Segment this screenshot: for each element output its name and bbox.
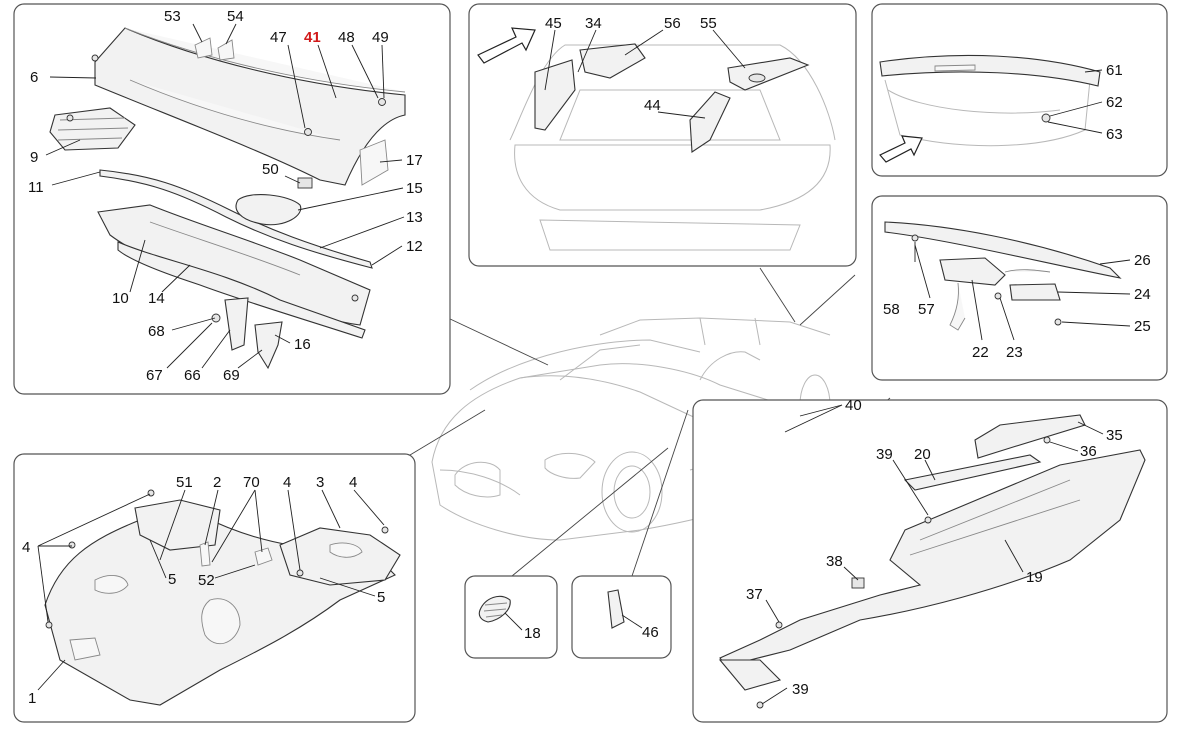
trim-45 [534,59,576,131]
emblem-46 [607,589,625,629]
bracket-17 [359,139,389,186]
trim-20 [903,454,1042,491]
panel-rear-trim [871,195,1168,381]
callout-35: 35 [1106,427,1123,444]
callout-12: 12 [406,238,423,255]
spoiler-61 [879,54,1101,87]
callout-24: 24 [1134,286,1151,303]
callout-34: 34 [585,15,602,32]
callout-39-top: 39 [876,446,893,463]
callout-67: 67 [146,367,163,384]
callout-37: 37 [746,586,763,603]
callout-69: 69 [223,367,240,384]
callout-4-mid: 4 [283,474,291,491]
callout-56: 56 [664,15,681,32]
callout-4-left: 4 [22,539,30,556]
callout-13: 13 [406,209,423,226]
drain-16 [254,321,283,370]
seal-15 [235,194,302,226]
callout-70: 70 [243,474,260,491]
view-arrow-lid [879,135,923,163]
trim-strip-26 [884,221,1122,279]
callout-10: 10 [112,290,129,307]
callout-44: 44 [644,97,661,114]
callout-57: 57 [918,301,935,318]
callout-66: 66 [184,367,201,384]
view-arrow-trunk [477,27,536,64]
latch-22 [939,257,1006,286]
callout-5-left: 5 [168,571,176,588]
vent-grille-18 [478,595,511,623]
callout-39-bottom: 39 [792,681,809,698]
callout-46: 46 [642,624,659,641]
callout-38: 38 [826,553,843,570]
callout-14: 14 [148,290,165,307]
callout-53: 53 [164,8,181,25]
callout-16: 16 [294,336,311,353]
callout-63: 63 [1106,126,1123,143]
trim-55 [727,57,810,91]
underbody-shield-2 [134,499,221,551]
callout-19: 19 [1026,569,1043,586]
callout-52: 52 [198,572,215,589]
callout-26: 26 [1134,252,1151,269]
callout-49: 49 [372,29,389,46]
callout-17: 17 [406,152,423,169]
callout-51: 51 [176,474,193,491]
callout-40: 40 [845,397,862,414]
callout-labels: 6 9 11 10 14 68 67 66 69 16 12 13 15 17 … [22,8,1151,707]
callout-61: 61 [1106,62,1123,79]
seal-11 [99,169,373,269]
callout-62: 62 [1106,94,1123,111]
panel-trunk [468,3,857,267]
callout-50: 50 [262,161,279,178]
callout-54: 54 [227,8,244,25]
callout-22: 22 [972,344,989,361]
callout-47: 47 [270,29,287,46]
panel-badge-46 [571,575,672,659]
callout-58: 58 [883,301,900,318]
callout-36: 36 [1080,443,1097,460]
callout-25: 25 [1134,318,1151,335]
callout-68: 68 [148,323,165,340]
callout-3: 3 [316,474,324,491]
callout-20: 20 [914,446,931,463]
callout-5-right: 5 [377,589,385,606]
side-sill-19 [719,449,1146,666]
panel-badge-18 [464,575,558,659]
callout-9: 9 [30,149,38,166]
bracket-66 [224,297,249,351]
panel-side-sill [692,399,1168,723]
panel-cowl [13,3,451,395]
cowl-panel [94,27,406,186]
trim-44 [689,91,731,153]
callout-6: 6 [30,69,38,86]
sill-end-cap [718,659,782,691]
callout-4-right: 4 [349,474,357,491]
callout-41-highlighted: 41 [304,29,321,46]
leader-lines [37,23,1131,705]
seal-14 [117,241,366,339]
callout-23: 23 [1006,344,1023,361]
light-24 [1009,283,1061,301]
callout-48: 48 [338,29,355,46]
callout-55: 55 [700,15,717,32]
panel-trunk-lid [871,3,1168,177]
callout-18: 18 [524,625,541,642]
callout-11: 11 [28,179,44,196]
callout-1: 1 [28,690,36,707]
callout-2: 2 [213,474,221,491]
panel-underbody [13,453,416,723]
callout-15: 15 [406,180,423,197]
callout-45: 45 [545,15,562,32]
